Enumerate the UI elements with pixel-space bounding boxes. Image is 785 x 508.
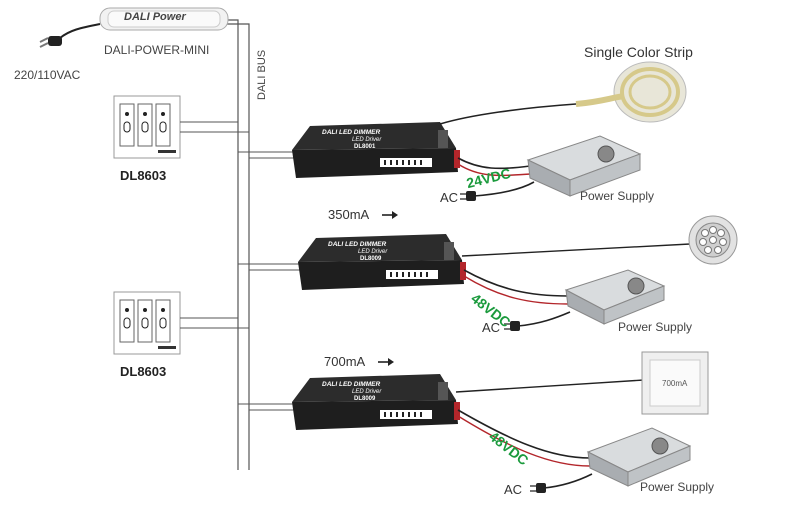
driver3-output-cable	[455, 379, 645, 393]
led-driver-2	[298, 234, 466, 290]
mains-plug-icon	[39, 36, 62, 48]
power-mini-brand: DALI Power	[124, 11, 186, 23]
power-mini-wire-2	[225, 23, 250, 30]
led-driver-1	[292, 122, 460, 178]
mains-cable	[59, 23, 101, 39]
driver-3-model: DL8009	[354, 396, 376, 402]
ac-plug-2-icon	[504, 311, 571, 331]
driver-2-title: DALI LED DIMMER	[328, 241, 387, 248]
driver-3-subtitle: LED Driver	[352, 389, 382, 395]
switch-panel-1-label: DL8603	[120, 168, 167, 183]
strip-label: Single Color Strip	[584, 44, 693, 60]
dali-bus-label: DALI BUS	[256, 49, 268, 100]
driver2-dc-wire-b	[463, 275, 569, 305]
driver1-dc-wire-a	[457, 157, 531, 170]
switch-panel-2-label: DL8603	[120, 364, 167, 379]
arrow-right-icon-1	[382, 211, 398, 219]
ac-plug-1-icon	[460, 181, 535, 201]
driver1-dc-wire-b	[457, 163, 531, 177]
power-mini-name: DALI-POWER-MINI	[104, 43, 210, 57]
led-strip-reel	[575, 61, 687, 123]
led-driver-3	[292, 374, 460, 430]
driver2-output-cable	[461, 243, 691, 257]
driver-2-subtitle: LED Driver	[358, 249, 388, 255]
driver-1-subtitle: LED Driver	[352, 137, 382, 143]
current-label-350: 350mA	[328, 207, 370, 222]
ac-label-2: AC	[482, 320, 501, 335]
downlight-icon	[688, 215, 738, 265]
driver-3-title: DALI LED DIMMER	[322, 381, 381, 388]
switch-panel-2	[113, 291, 181, 355]
driver3-dc-wire-b	[457, 415, 591, 467]
power-supply-1	[526, 135, 642, 197]
power-supply-1-label: Power Supply	[580, 189, 655, 203]
driver-1-model: DL8001	[354, 144, 376, 150]
ac-label-3: AC	[504, 482, 523, 497]
dali-power-mini	[99, 7, 229, 31]
driver2-dc-wire-a	[463, 269, 569, 297]
driver1-output-cable	[439, 103, 577, 125]
power-supply-2	[564, 269, 666, 325]
power-supply-3	[586, 427, 692, 487]
panel-light	[641, 351, 709, 415]
mains-voltage-label: 220/110VAC	[14, 68, 81, 82]
driver3-dc-wire-a	[457, 409, 591, 459]
panel-light-label: 700mA	[662, 379, 688, 388]
power-supply-3-label: Power Supply	[640, 480, 715, 494]
driver-2-model: DL8009	[360, 256, 382, 262]
driver-1-title: DALI LED DIMMER	[322, 129, 381, 136]
current-label-700: 700mA	[324, 354, 366, 369]
arrow-right-icon-2	[378, 358, 394, 366]
switch-panel-1	[113, 95, 181, 159]
ac-plug-3-icon	[530, 473, 593, 493]
power-supply-2-label: Power Supply	[618, 320, 693, 334]
power-mini-wire-1	[225, 19, 239, 30]
ac-label-1: AC	[440, 190, 459, 205]
